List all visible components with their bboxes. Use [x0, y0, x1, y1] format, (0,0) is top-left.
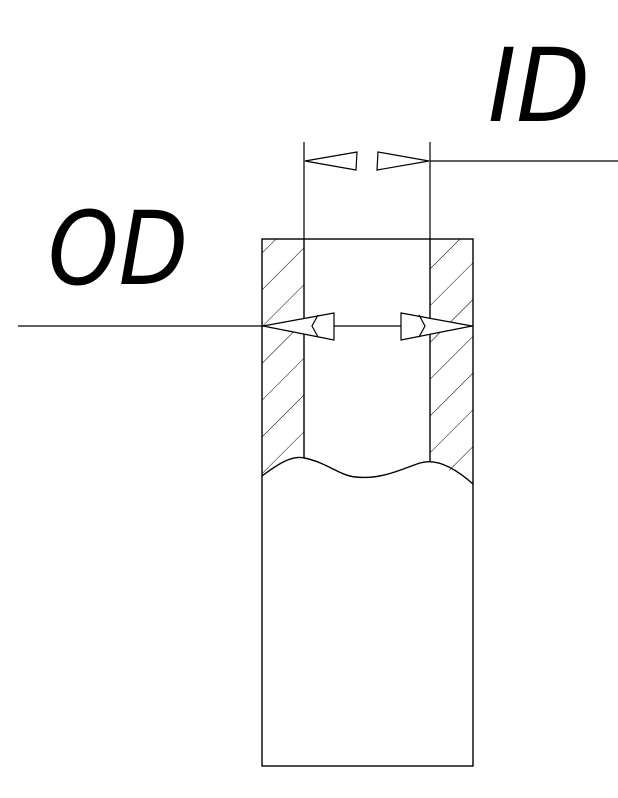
id-dimension	[303, 142, 618, 239]
od-arrow-left-detail	[311, 314, 319, 338]
id-arrow-left	[304, 151, 358, 171]
left-wall-hatch	[262, 239, 304, 476]
od-dimension	[18, 312, 473, 341]
outer-wall-outline	[261, 238, 474, 767]
id-label: ID	[488, 27, 590, 146]
od-label: OD	[48, 190, 188, 309]
break-line	[261, 456, 474, 485]
pipe-outline	[261, 238, 474, 767]
od-arrow-right	[400, 312, 473, 341]
id-arrow-right	[376, 151, 430, 171]
right-wall-hatch	[430, 239, 473, 484]
od-arrow-right-detail	[418, 314, 426, 338]
